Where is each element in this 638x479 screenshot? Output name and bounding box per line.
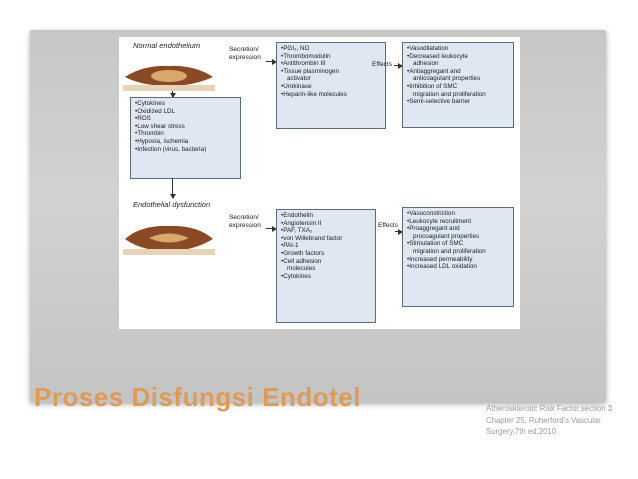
normal-secretion-item: Antithrombin III (281, 60, 382, 68)
normal-secretion-arrow (266, 58, 277, 65)
trigger-factors-list: CytokinesOxidized LDLROSLow shear stress… (131, 98, 240, 155)
triggers-to-dysfunction-arrow (169, 178, 176, 199)
normal-to-triggers-arrow (169, 91, 176, 98)
dysfunction-secretion-item: Growth factors (281, 250, 372, 258)
trigger-factor-item: Infection (virus, bacteria) (135, 146, 237, 154)
normal-effect-item: Inhibition of SMC (407, 83, 510, 91)
dysfunction-secretions-list: EndothelinAngiotensin IIPAF, TXA₂von Wil… (277, 210, 375, 282)
citation-text: Atherosklerotic Risk Factor,section 3 Ch… (486, 404, 613, 436)
trigger-factor-item: Hypoxia, ischemia (135, 138, 237, 146)
dysfunction-effects-list: VasoconstrictionLeukocyte recruitmentPro… (403, 208, 513, 273)
trigger-factors-box: CytokinesOxidized LDLROSLow shear stress… (130, 97, 241, 179)
normal-secretion-item: Heparin-like molecules (281, 91, 382, 99)
normal-endothelial-cell-icon (123, 65, 215, 91)
trigger-factor-item: ROS (135, 115, 237, 123)
normal-secretions-box: PGI₂, NOThrombomodulinAntithrombin IIITi… (276, 42, 386, 129)
normal-effect-item: Decreased leukocyte (407, 53, 510, 61)
normal-effect-item: Antiaggregant and (407, 68, 510, 76)
dysfunction-effect-item: Vasoconstriction (407, 210, 510, 218)
normal-effect-item: anticoagulant properties (413, 75, 481, 83)
normal-secretion-item: Thrombomodulin (281, 53, 382, 61)
dysfunction-effect-item: Leukocyte recruitment (407, 218, 510, 226)
dysfunction-effect-item: Stimulation of SMC (407, 240, 510, 248)
dysfunction-secretion-item: Angiotensin II (281, 220, 372, 228)
normal-secretions-list: PGI₂, NOThrombomodulinAntithrombin IIITi… (277, 43, 385, 100)
normal-endothelium-label: Normal endothelium (133, 41, 201, 50)
trigger-factor-item: Cytokines (135, 100, 237, 108)
normal-secretion-item: Urokinase (281, 83, 382, 91)
normal-effect-item: migration and proliferation (413, 90, 486, 98)
dysfunction-effect-item: migration and proliferation (413, 247, 486, 255)
dysfunction-secretion-item: Endothelin (281, 212, 372, 220)
dysfunction-effects-box: VasoconstrictionLeukocyte recruitmentPro… (402, 207, 514, 307)
dysfunction-secretion-item: Cytokines (281, 273, 372, 281)
dysfunction-secretion-item: PAI-1 (281, 242, 372, 250)
slide-title: Proses Disfungsi Endotel (34, 382, 361, 412)
normal-effects-label: Effects (372, 61, 393, 68)
trigger-factor-item: Thrombin (135, 130, 237, 138)
trigger-factor-item: Low shear stress (135, 123, 237, 131)
dysfunctional-endothelial-cell-icon (123, 225, 215, 255)
dysfunction-effect-item: procoagulant properties (413, 232, 480, 240)
dysfunction-secretion-item: von Willebrand factor (281, 235, 372, 243)
dysfunction-secretion-item: PAF, TXA₂ (281, 227, 372, 235)
dysfunction-effect-item: Proaggregant and (407, 225, 510, 233)
normal-effect-item: Vasodilatation (407, 45, 510, 53)
dysfunction-secretion-arrow (266, 225, 277, 232)
dysfunction-effect-item: Increased permeability (407, 256, 510, 264)
normal-effects-arrow (394, 62, 403, 69)
dysfunction-secretion-label: Secretion/ expression (229, 214, 261, 229)
dysfunction-secretions-box: EndothelinAngiotensin IIPAF, TXA₂von Wil… (276, 209, 376, 323)
normal-effect-item: Semi-selective barrier (407, 98, 510, 106)
normal-effects-box: VasodilatationDecreased leukocyteadhesio… (402, 42, 514, 128)
normal-secretion-item: Tissue plasminogen (281, 68, 382, 76)
normal-secretion-label: Secretion/ expression (229, 46, 261, 61)
normal-effect-item: adhesion (413, 60, 439, 68)
normal-secretion-item: PGI₂, NO (281, 45, 382, 53)
normal-effects-list: VasodilatationDecreased leukocyteadhesio… (403, 43, 513, 108)
normal-secretion-item: activator (287, 75, 311, 83)
dysfunction-effects-label: Effects (378, 222, 399, 229)
dysfunction-effect-item: Increased LDL oxidation (407, 263, 510, 271)
trigger-factor-item: Oxidized LDL (135, 108, 237, 116)
dysfunction-effects-arrow (395, 228, 403, 235)
endothelial-dysfunction-label: Endothelial dysfunction (133, 200, 211, 209)
dysfunction-secretion-item: molecules (287, 265, 316, 273)
dysfunction-secretion-item: Cell adhesion (281, 258, 372, 266)
endothelium-figure: Normal endothelium Secretion/ expression… (119, 37, 520, 329)
